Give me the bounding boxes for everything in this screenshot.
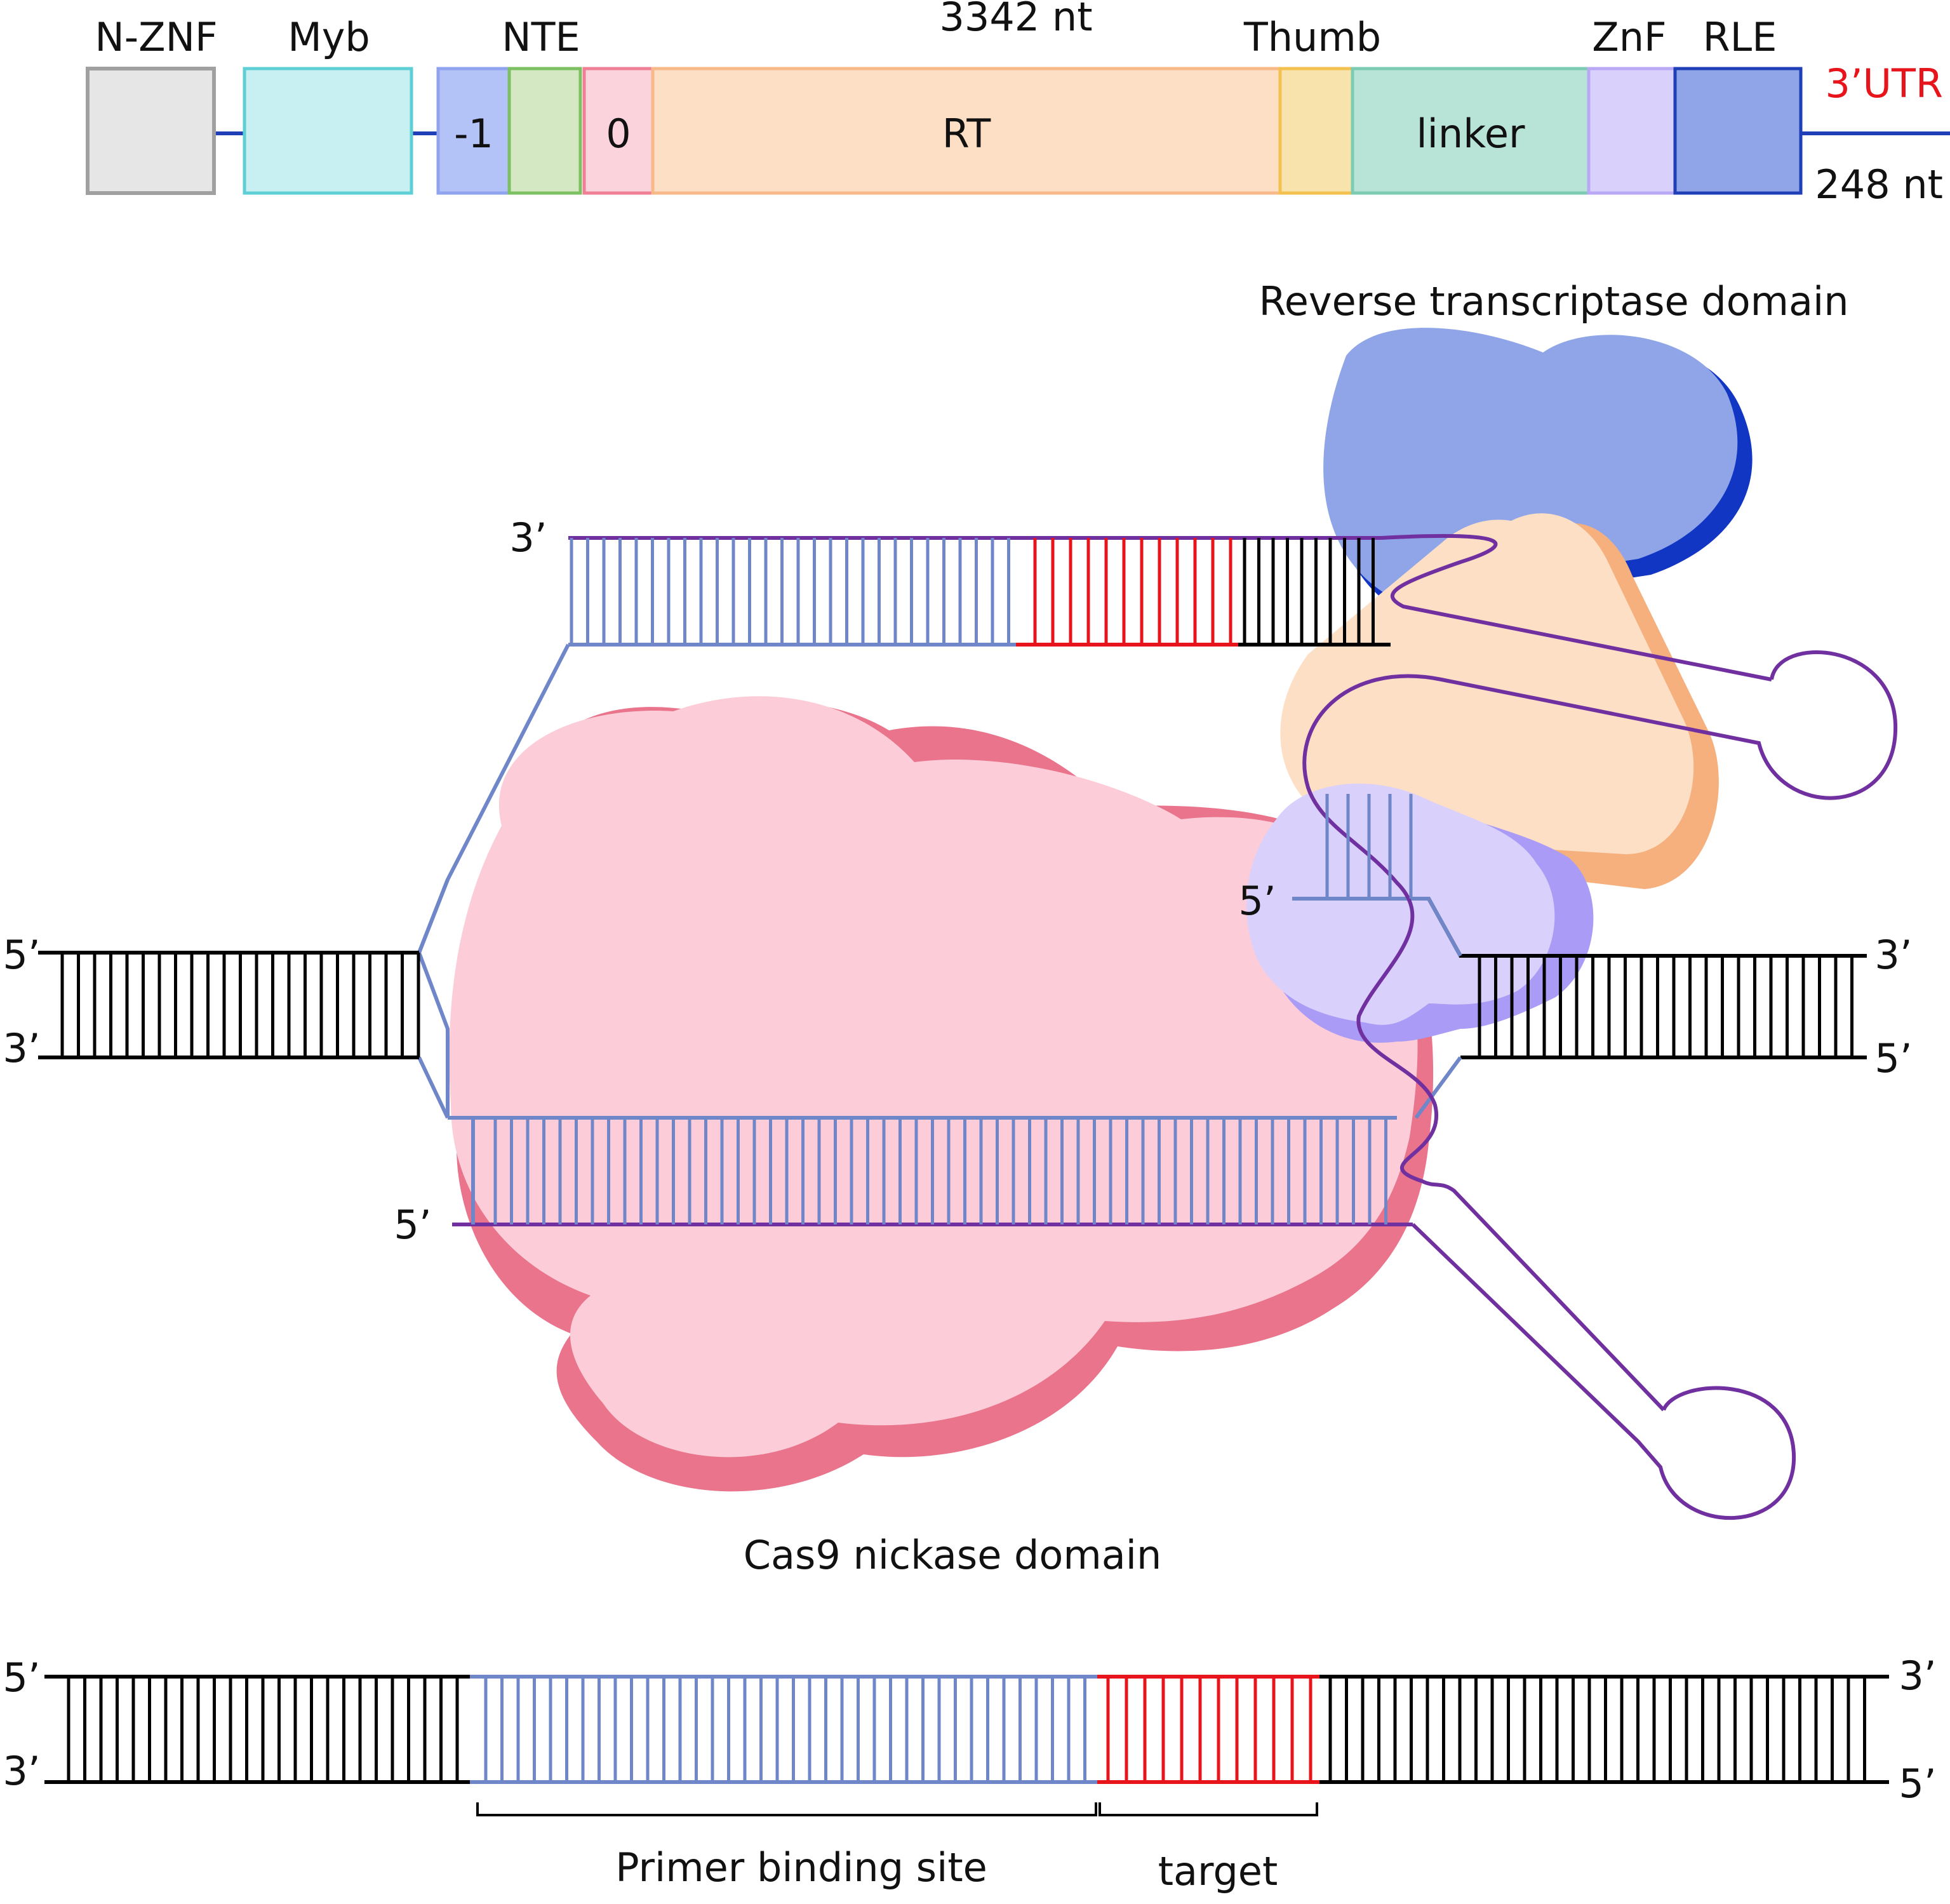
cas9-domain-label: Cas9 nickase domain [744,1532,1162,1578]
domain-znf [1587,67,1677,195]
domain-minus-one [436,67,511,195]
right-three-prime-label: 3’ [1874,932,1912,978]
domain-nte [507,67,582,195]
utr-length-label: 248 nt [1815,161,1943,208]
domain-rt [651,67,1282,195]
label-znf: ZnF [1592,14,1666,60]
pbs-label: Primer binding site [615,1844,987,1891]
rt-blue-shape [1323,328,1738,597]
right-five-prime-label: 5’ [1874,1035,1912,1082]
utr-label: 3’UTR [1826,60,1944,107]
domain-nznf [86,67,216,195]
domain-linker [1351,67,1591,195]
right-connector [1414,1056,1462,1119]
label-linker: linker [1416,111,1525,157]
target-label: target [1158,1848,1278,1894]
rt-domain-label: Reverse transcriptase domain [1259,278,1848,325]
left-five-prime-label: 5’ [3,932,40,978]
cas9-shape [449,696,1418,1458]
peg-rna-extension [1380,533,1772,681]
gene-map: N-ZNF Myb NTE 3342 nt Thumb ZnF RLE -1 0… [86,0,1950,208]
rt-peach-shape [1280,513,1694,854]
label-rt: RT [942,111,992,157]
product-right-three-label: 3’ [1899,1653,1936,1699]
domain-thumb [1278,67,1354,195]
product-left-three-label: 3’ [3,1748,40,1794]
label-rle: RLE [1703,14,1777,60]
peg-rna-hairpin-2 [1411,1223,1796,1520]
lower-five-prime-label: 5’ [394,1202,431,1248]
znf-shape [1246,783,1555,1025]
label-thumb: Thumb [1243,14,1381,60]
label-zero: 0 [606,111,631,157]
pbs-bracket [476,1802,1097,1816]
left-three-prime-label: 3’ [3,1025,40,1071]
left-flap-connector-c [417,1056,450,1119]
domain-zero [582,67,655,195]
top-three-prime-label: 3’ [509,514,547,561]
domain-rle [1673,67,1803,195]
protein-shapes [449,328,1753,1492]
target-bracket [1099,1802,1318,1816]
label-myb: Myb [288,14,370,60]
product-right-five-label: 5’ [1899,1760,1936,1807]
label-nznf: N-ZNF [95,14,217,60]
mid-five-prime-label: 5’ [1238,878,1276,924]
nicked-flap-strand [1292,897,1462,957]
label-minus-one: -1 [454,111,493,157]
base-pair-rungs [60,538,1853,1224]
gene-length-label: 3342 nt [939,0,1092,40]
product-duplex [44,1675,1889,1816]
domain-myb [243,67,413,195]
peg-rna-hairpin-1 [1302,650,1898,1412]
left-flap-connector-b [417,878,450,954]
label-nte: NTE [502,14,580,60]
product-left-five-label: 5’ [3,1654,40,1701]
